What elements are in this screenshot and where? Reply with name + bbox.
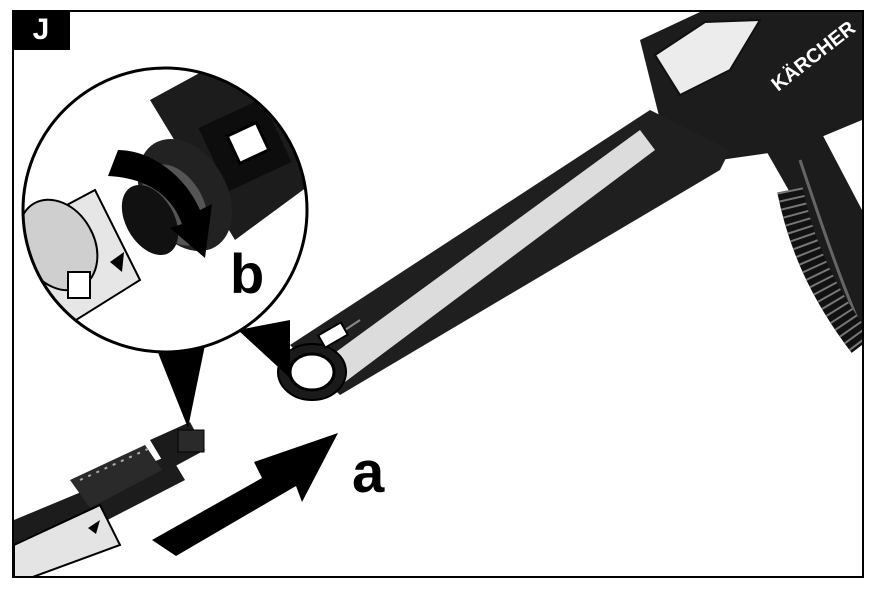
rotate-arrow-icon (108, 150, 212, 258)
spray-gun-icon: KÄRCHER (277, 12, 862, 401)
lance-connector-icon (14, 422, 205, 576)
magnifier-circle-icon (21, 66, 309, 354)
callout-a: a (352, 440, 385, 505)
push-arrow-icon (152, 433, 338, 556)
callout-b: b (230, 242, 265, 305)
figure-label: J (12, 10, 70, 50)
